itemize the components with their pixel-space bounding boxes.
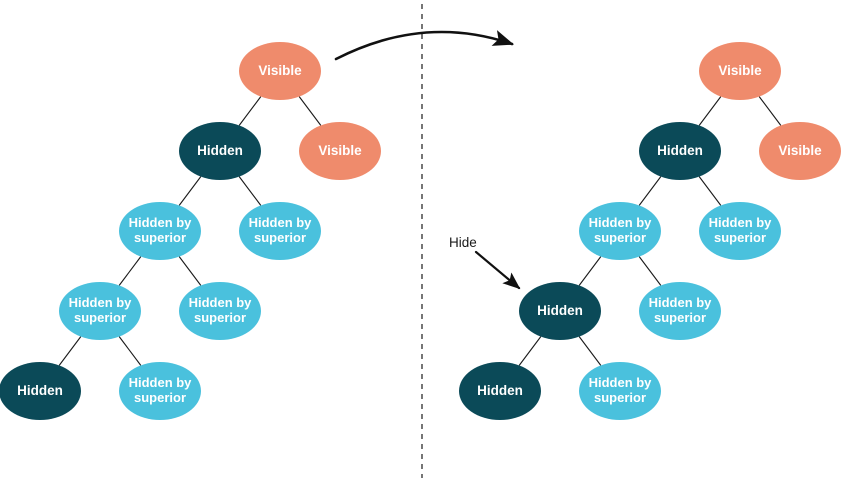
tree-node-label: Hidden by superior: [708, 215, 772, 245]
tree-node-hidden-by-superior[interactable]: Hidden by superior: [59, 282, 141, 340]
tree-edge: [58, 336, 82, 366]
tree-node-label: Hidden by superior: [588, 215, 652, 245]
tree-node-label: Hidden by superior: [128, 215, 192, 245]
tree-node-hidden-by-superior[interactable]: Hidden by superior: [579, 202, 661, 260]
tree-edge: [698, 176, 722, 206]
tree-edge: [518, 336, 542, 366]
tree-node-label: Visible: [318, 143, 362, 159]
hide-arrow-icon: [474, 250, 521, 290]
tree-node-label: Hidden by superior: [188, 295, 252, 325]
tree-edge: [758, 96, 782, 126]
hide-action-label: Hide: [449, 235, 477, 250]
tree-node-label: Hidden: [657, 143, 703, 159]
tree-node-hidden[interactable]: Hidden: [639, 122, 721, 180]
tree-edge: [638, 256, 662, 286]
tree-edge: [118, 336, 142, 366]
tree-node-label: Hidden by superior: [128, 375, 192, 405]
tree-edge: [638, 176, 662, 206]
tree-node-label: Visible: [718, 63, 762, 79]
tree-node-hidden-by-superior[interactable]: Hidden by superior: [579, 362, 661, 420]
tree-node-label: Hidden by superior: [248, 215, 312, 245]
tree-node-hidden-by-superior[interactable]: Hidden by superior: [119, 362, 201, 420]
tree-edge: [238, 96, 262, 126]
tree-node-hidden-by-superior[interactable]: Hidden by superior: [179, 282, 261, 340]
tree-node-visible[interactable]: Visible: [759, 122, 841, 180]
tree-node-visible[interactable]: Visible: [299, 122, 381, 180]
tree-node-label: Hidden: [477, 383, 523, 399]
tree-node-label: Visible: [258, 63, 302, 79]
tree-node-hidden-by-superior[interactable]: Hidden by superior: [239, 202, 321, 260]
tree-node-label: Visible: [778, 143, 822, 159]
tree-node-visible[interactable]: Visible: [699, 42, 781, 100]
tree-node-label: Hidden: [197, 143, 243, 159]
tree-node-label: Hidden by superior: [68, 295, 132, 325]
tree-node-hidden-by-superior[interactable]: Hidden by superior: [119, 202, 201, 260]
tree-edge: [178, 256, 202, 286]
tree-node-label: Hidden: [17, 383, 63, 399]
tree-node-hidden-by-superior[interactable]: Hidden by superior: [699, 202, 781, 260]
tree-node-hidden[interactable]: Hidden: [519, 282, 601, 340]
tree-node-label: Hidden by superior: [648, 295, 712, 325]
tree-edge: [118, 256, 142, 286]
tree-node-hidden[interactable]: Hidden: [179, 122, 261, 180]
tree-edge: [178, 176, 202, 206]
tree-edge: [298, 96, 322, 126]
tree-node-hidden-by-superior[interactable]: Hidden by superior: [639, 282, 721, 340]
transform-arrow-icon: [334, 30, 514, 61]
tree-edge: [698, 96, 722, 126]
tree-node-hidden[interactable]: Hidden: [459, 362, 541, 420]
tree-edge: [578, 256, 602, 286]
tree-node-visible[interactable]: Visible: [239, 42, 321, 100]
tree-edge: [238, 176, 262, 206]
tree-node-label: Hidden: [537, 303, 583, 319]
tree-node-label: Hidden by superior: [588, 375, 652, 405]
tree-node-hidden[interactable]: Hidden: [0, 362, 81, 420]
tree-edge: [578, 336, 602, 366]
